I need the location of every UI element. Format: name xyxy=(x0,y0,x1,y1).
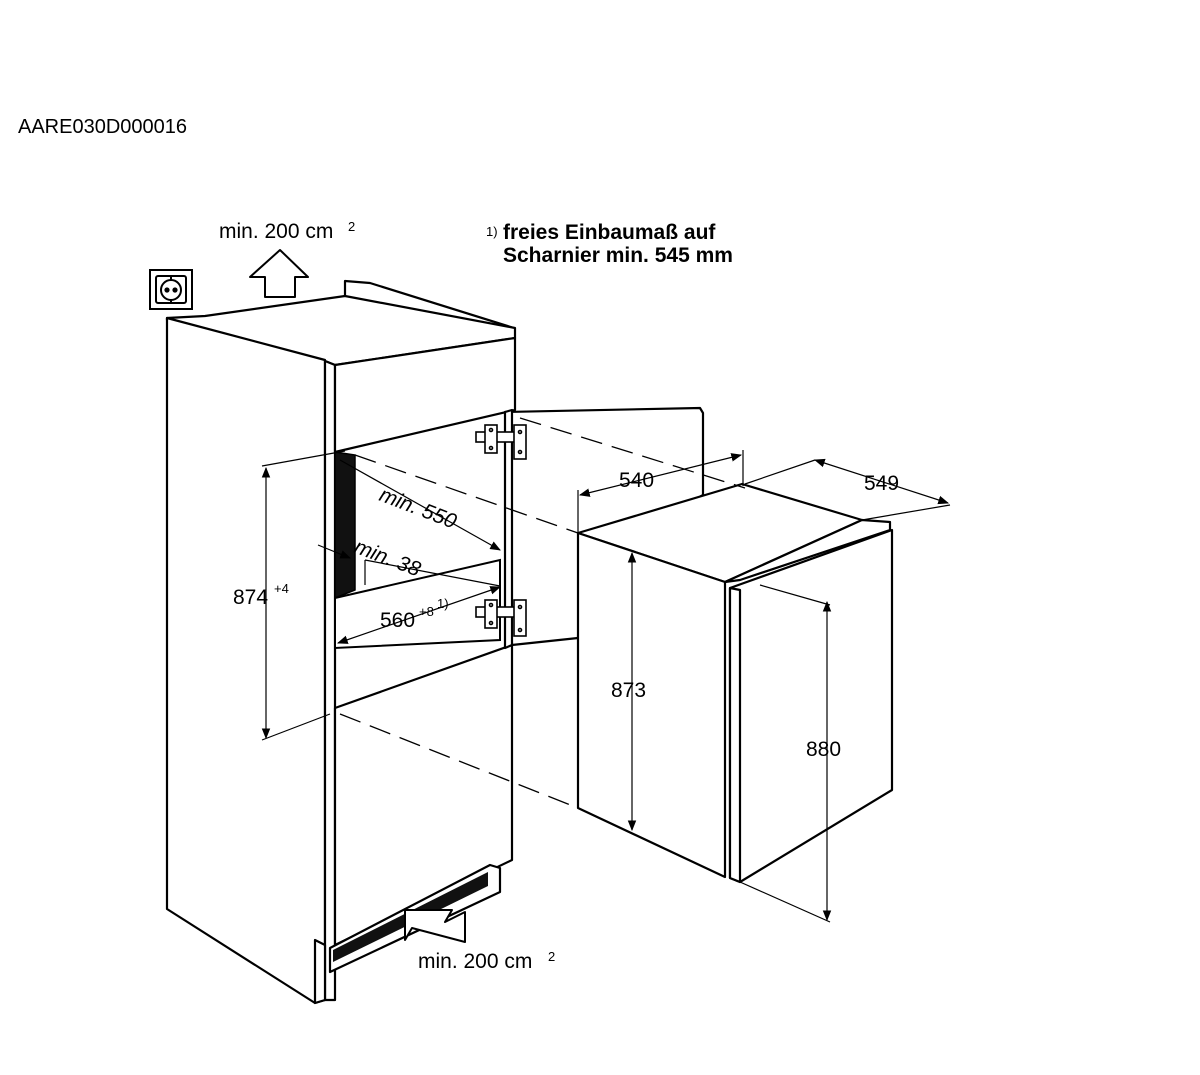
niche-side-wall xyxy=(334,451,356,600)
dim-niche-height: 874 xyxy=(233,586,268,609)
vent-bottom-exp: 2 xyxy=(548,949,555,964)
dim-appliance-height: 873 xyxy=(611,679,646,702)
dim-niche-height-tolerance: +4 xyxy=(274,581,289,596)
dim-niche-width-note: 1) xyxy=(437,596,449,611)
dim-appliance-width: 540 xyxy=(619,469,654,492)
vent-top-value: min. 200 cm xyxy=(219,220,333,243)
hinge-icon xyxy=(475,424,527,460)
note-marker: 1) xyxy=(486,224,498,239)
vent-bottom-value: min. 200 cm xyxy=(418,950,532,973)
airflow-arrow-in-icon xyxy=(404,909,466,943)
airflow-arrow-up-icon xyxy=(249,249,309,298)
kitchen-cabinet xyxy=(165,279,517,1005)
vent-bottom-label: min. 200 cm 2 xyxy=(418,949,555,973)
drawing-id: AARE030D000016 xyxy=(18,116,187,138)
dim-door-height: 880 xyxy=(806,738,841,761)
dim-niche-width: 560 xyxy=(380,609,415,632)
dim-niche-depth: min. 550 xyxy=(376,483,460,533)
dim-appliance-depth: 549 xyxy=(864,472,899,495)
installation-note: 1) freies Einbaumaß auf Scharnier min. 5… xyxy=(486,221,733,267)
dim-vent-gap: min. 38 xyxy=(351,535,424,581)
vent-top-label: min. 200 cm 2 xyxy=(219,219,355,243)
dimension-lines xyxy=(261,450,951,923)
power-socket-icon xyxy=(149,269,193,310)
dim-niche-width-tolerance: +8 xyxy=(419,604,434,619)
note-line-2: Scharnier min. 545 mm xyxy=(503,244,733,267)
vent-top-exp: 2 xyxy=(348,219,355,234)
note-line-1: freies Einbaumaß auf xyxy=(503,221,716,244)
appliance-body xyxy=(576,482,894,884)
